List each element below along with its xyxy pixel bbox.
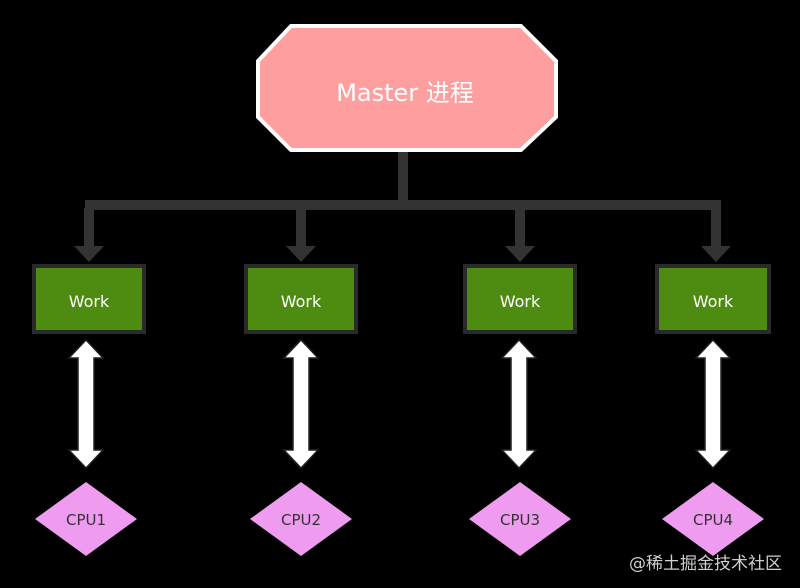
master-connector-lines — [74, 145, 731, 262]
cpu-node-2: CPU2 — [250, 482, 352, 556]
worker-label: Work — [500, 292, 541, 311]
arrowhead-2 — [286, 246, 316, 262]
cpu-label: CPU3 — [500, 511, 540, 529]
master-label: Master 进程 — [336, 79, 474, 107]
worker-label: Work — [693, 292, 734, 311]
master-node: Master 进程 — [256, 24, 558, 152]
double-arrow-2 — [282, 338, 320, 470]
worker-label: Work — [281, 292, 322, 311]
worker-node-4: Work — [655, 264, 771, 334]
worker-node-2: Work — [244, 264, 358, 334]
cpu-label: CPU4 — [693, 511, 733, 529]
cpu-label: CPU1 — [66, 511, 106, 529]
master-stem — [398, 145, 408, 202]
double-arrow-1 — [67, 338, 105, 470]
cpu-label: CPU2 — [281, 511, 321, 529]
connector-bus — [85, 200, 721, 210]
drop-2 — [296, 208, 306, 248]
arrowhead-1 — [74, 246, 104, 262]
worker-label: Work — [69, 292, 110, 311]
drop-3 — [515, 208, 525, 248]
cpu-node-3: CPU3 — [469, 482, 571, 556]
double-arrow-4 — [694, 338, 732, 470]
drop-4 — [711, 208, 721, 248]
worker-node-1: Work — [32, 264, 146, 334]
drop-1 — [84, 208, 94, 248]
double-arrow-3 — [500, 338, 538, 470]
worker-node-3: Work — [463, 264, 577, 334]
arrowhead-4 — [701, 246, 731, 262]
cpu-node-4: CPU4 — [662, 482, 764, 556]
watermark: @稀土掘金技术社区 — [629, 554, 782, 574]
cpu-node-1: CPU1 — [35, 482, 137, 556]
arrowhead-3 — [505, 246, 535, 262]
